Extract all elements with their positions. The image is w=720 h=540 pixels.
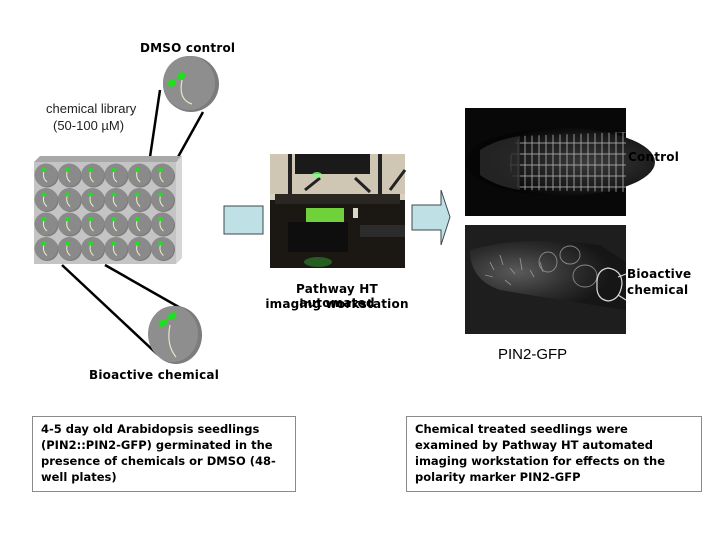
dmso-control-well: [163, 56, 219, 112]
plate-well: [104, 163, 129, 188]
plate-well: [127, 188, 152, 212]
workstation-label-line2: imaging workstation: [265, 297, 409, 311]
plate-well: [104, 188, 129, 212]
connector-line-dmso-left: [148, 89, 162, 158]
plate-well: [104, 237, 129, 261]
seedling-leaf: [88, 241, 94, 246]
plate-well: [104, 212, 129, 237]
seedling-leaf: [88, 217, 94, 221]
plate-well: [34, 237, 59, 261]
workstation-photo: [270, 154, 407, 268]
pin2-gfp-label: PIN2-GFP: [498, 346, 568, 363]
plate-well: [81, 188, 106, 212]
plate-well: [57, 237, 82, 261]
control-label: Control: [628, 150, 680, 164]
seedling-leaf: [134, 217, 140, 221]
plate-well: [127, 163, 152, 188]
seedling-leaf: [111, 217, 117, 221]
plate-well: [127, 237, 152, 261]
process-arrow-box: [223, 205, 264, 235]
bioactive-label-line1: Bioactive: [627, 267, 692, 281]
well-plate: [34, 156, 182, 264]
bioactive-microscopy-image: [465, 225, 627, 334]
bioactive-label-line2: chemical: [627, 283, 689, 297]
seedling-leaf: [134, 192, 140, 197]
seedling-leaf: [158, 241, 163, 246]
seedling-leaf: [41, 217, 47, 221]
bioactive-chemical-label: Bioactive chemical: [89, 368, 220, 382]
plate-well: [57, 163, 82, 188]
plate-well: [81, 163, 106, 188]
seedling-leaf: [41, 192, 47, 197]
seedling-leaf: [41, 241, 47, 246]
connector-line-bioactive-left: [61, 264, 158, 355]
dmso-control-label: DMSO control: [140, 41, 236, 55]
seedling-leaf: [158, 168, 163, 172]
seedling-leaf: [158, 192, 163, 197]
seedling-leaf: [88, 168, 94, 172]
seedling-leaf: [134, 168, 140, 172]
workstation-label-line1: Pathway HT automated: [296, 282, 378, 310]
plate-well: [151, 212, 175, 237]
plate-well: [81, 237, 106, 261]
seedling-leaf: [64, 192, 70, 197]
plate-well: [57, 212, 82, 237]
seedlings-description-box: 4-5 day old Arabidopsis seedlings (PIN2:…: [32, 416, 296, 492]
plate-well: [151, 188, 175, 212]
plate-well: [151, 163, 175, 188]
seedling-leaf: [111, 168, 117, 172]
seedling-leaf: [41, 168, 47, 172]
plate-well: [57, 188, 82, 212]
seedling-leaf: [64, 241, 70, 246]
concentration-label: (50-100 µM): [53, 118, 125, 133]
imaging-description-box: Chemical treated seedlings were examined…: [406, 416, 702, 492]
plate-well: [151, 237, 175, 261]
plate-well: [34, 163, 59, 188]
seedling-leaf: [158, 217, 163, 221]
process-arrow: [411, 189, 451, 246]
chemical-library-label: chemical library: [46, 101, 137, 116]
seedling-leaf: [134, 241, 140, 246]
seedling-leaf: [111, 192, 117, 197]
seedling-leaf: [64, 168, 70, 172]
plate-well: [127, 212, 152, 237]
seedling-leaf: [64, 217, 70, 221]
connector-line-bioactive-right: [104, 263, 185, 312]
seedling-leaf: [111, 241, 117, 246]
plate-well: [34, 188, 59, 212]
plate-well: [34, 212, 59, 237]
seedling-leaf: [88, 192, 94, 197]
plate-well: [81, 212, 106, 237]
bioactive-chemical-well: [148, 306, 202, 364]
control-microscopy-image: [465, 108, 655, 216]
